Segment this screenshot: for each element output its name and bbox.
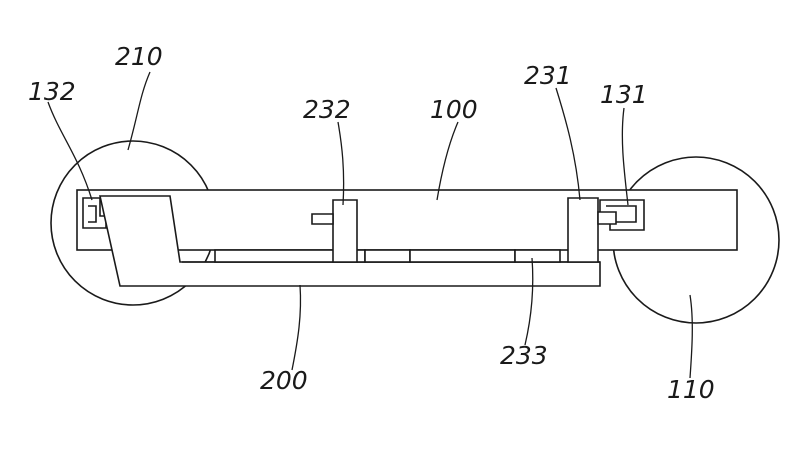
label-100: 100	[430, 95, 478, 124]
leader-110	[689, 294, 693, 379]
post-231-tab	[597, 211, 617, 225]
leader-132	[47, 101, 93, 201]
label-110: 110	[667, 375, 715, 404]
label-200: 200	[260, 366, 308, 395]
label-132: 132	[28, 77, 76, 106]
label-131: 131	[600, 80, 648, 109]
label-210: 210	[115, 42, 163, 71]
label-231: 231	[524, 61, 572, 90]
post-231	[567, 197, 599, 263]
label-233: 233	[500, 341, 548, 370]
post-232-tab	[311, 213, 334, 225]
rail-segment-2	[364, 249, 411, 263]
leader-131	[621, 107, 629, 206]
leader-100	[436, 121, 459, 201]
leader-210	[127, 71, 151, 151]
leader-231	[555, 87, 581, 201]
label-232: 232	[303, 95, 351, 124]
post-232	[332, 199, 358, 263]
leader-233	[524, 257, 534, 346]
bracket-132-inner	[88, 205, 97, 223]
rail-segment-3	[409, 249, 516, 263]
rail-segment-4	[514, 249, 561, 263]
bracket-131-inner	[606, 205, 637, 223]
leader-200	[291, 284, 302, 371]
leader-232	[337, 121, 345, 206]
